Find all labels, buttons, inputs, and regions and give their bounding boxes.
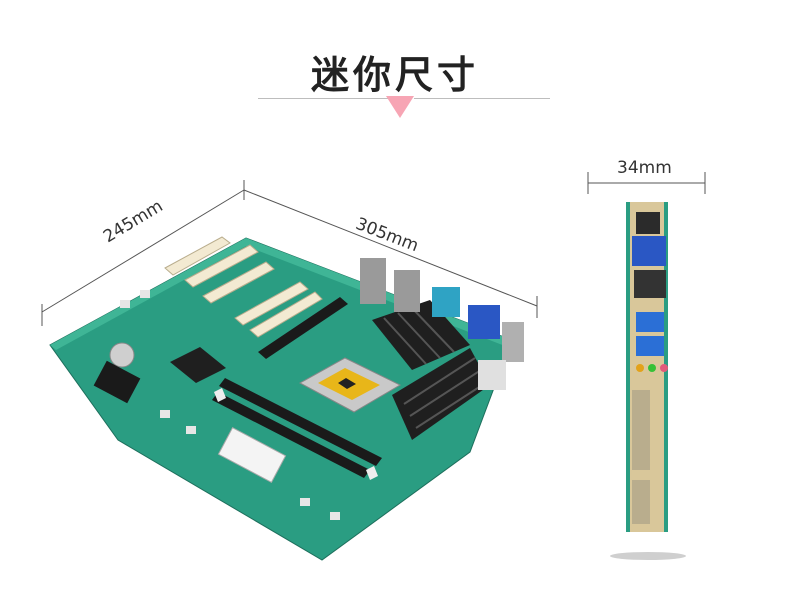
title-pointer: [386, 96, 414, 118]
atx-power-connector: [217, 426, 287, 484]
memory-slots: [212, 378, 382, 480]
thickness-dimension-label: 34mm: [617, 158, 672, 178]
cmos-battery: [109, 342, 135, 368]
heatsinks: [170, 300, 490, 440]
small-components: [120, 290, 340, 520]
side-profile-shadow: [610, 552, 686, 560]
dimension-lines: [41, 172, 706, 326]
cpu-socket: [298, 357, 402, 413]
heatsink-fins: [383, 307, 488, 429]
page-title: 迷你尺寸: [310, 53, 479, 97]
io-ports: [360, 258, 524, 390]
title-divider-left: [258, 98, 388, 99]
title-divider-right: [414, 98, 550, 99]
motherboard-image: [49, 236, 524, 561]
sata-port: [93, 360, 141, 404]
pci-slots: [164, 236, 348, 359]
side-io-profile: [626, 202, 668, 532]
